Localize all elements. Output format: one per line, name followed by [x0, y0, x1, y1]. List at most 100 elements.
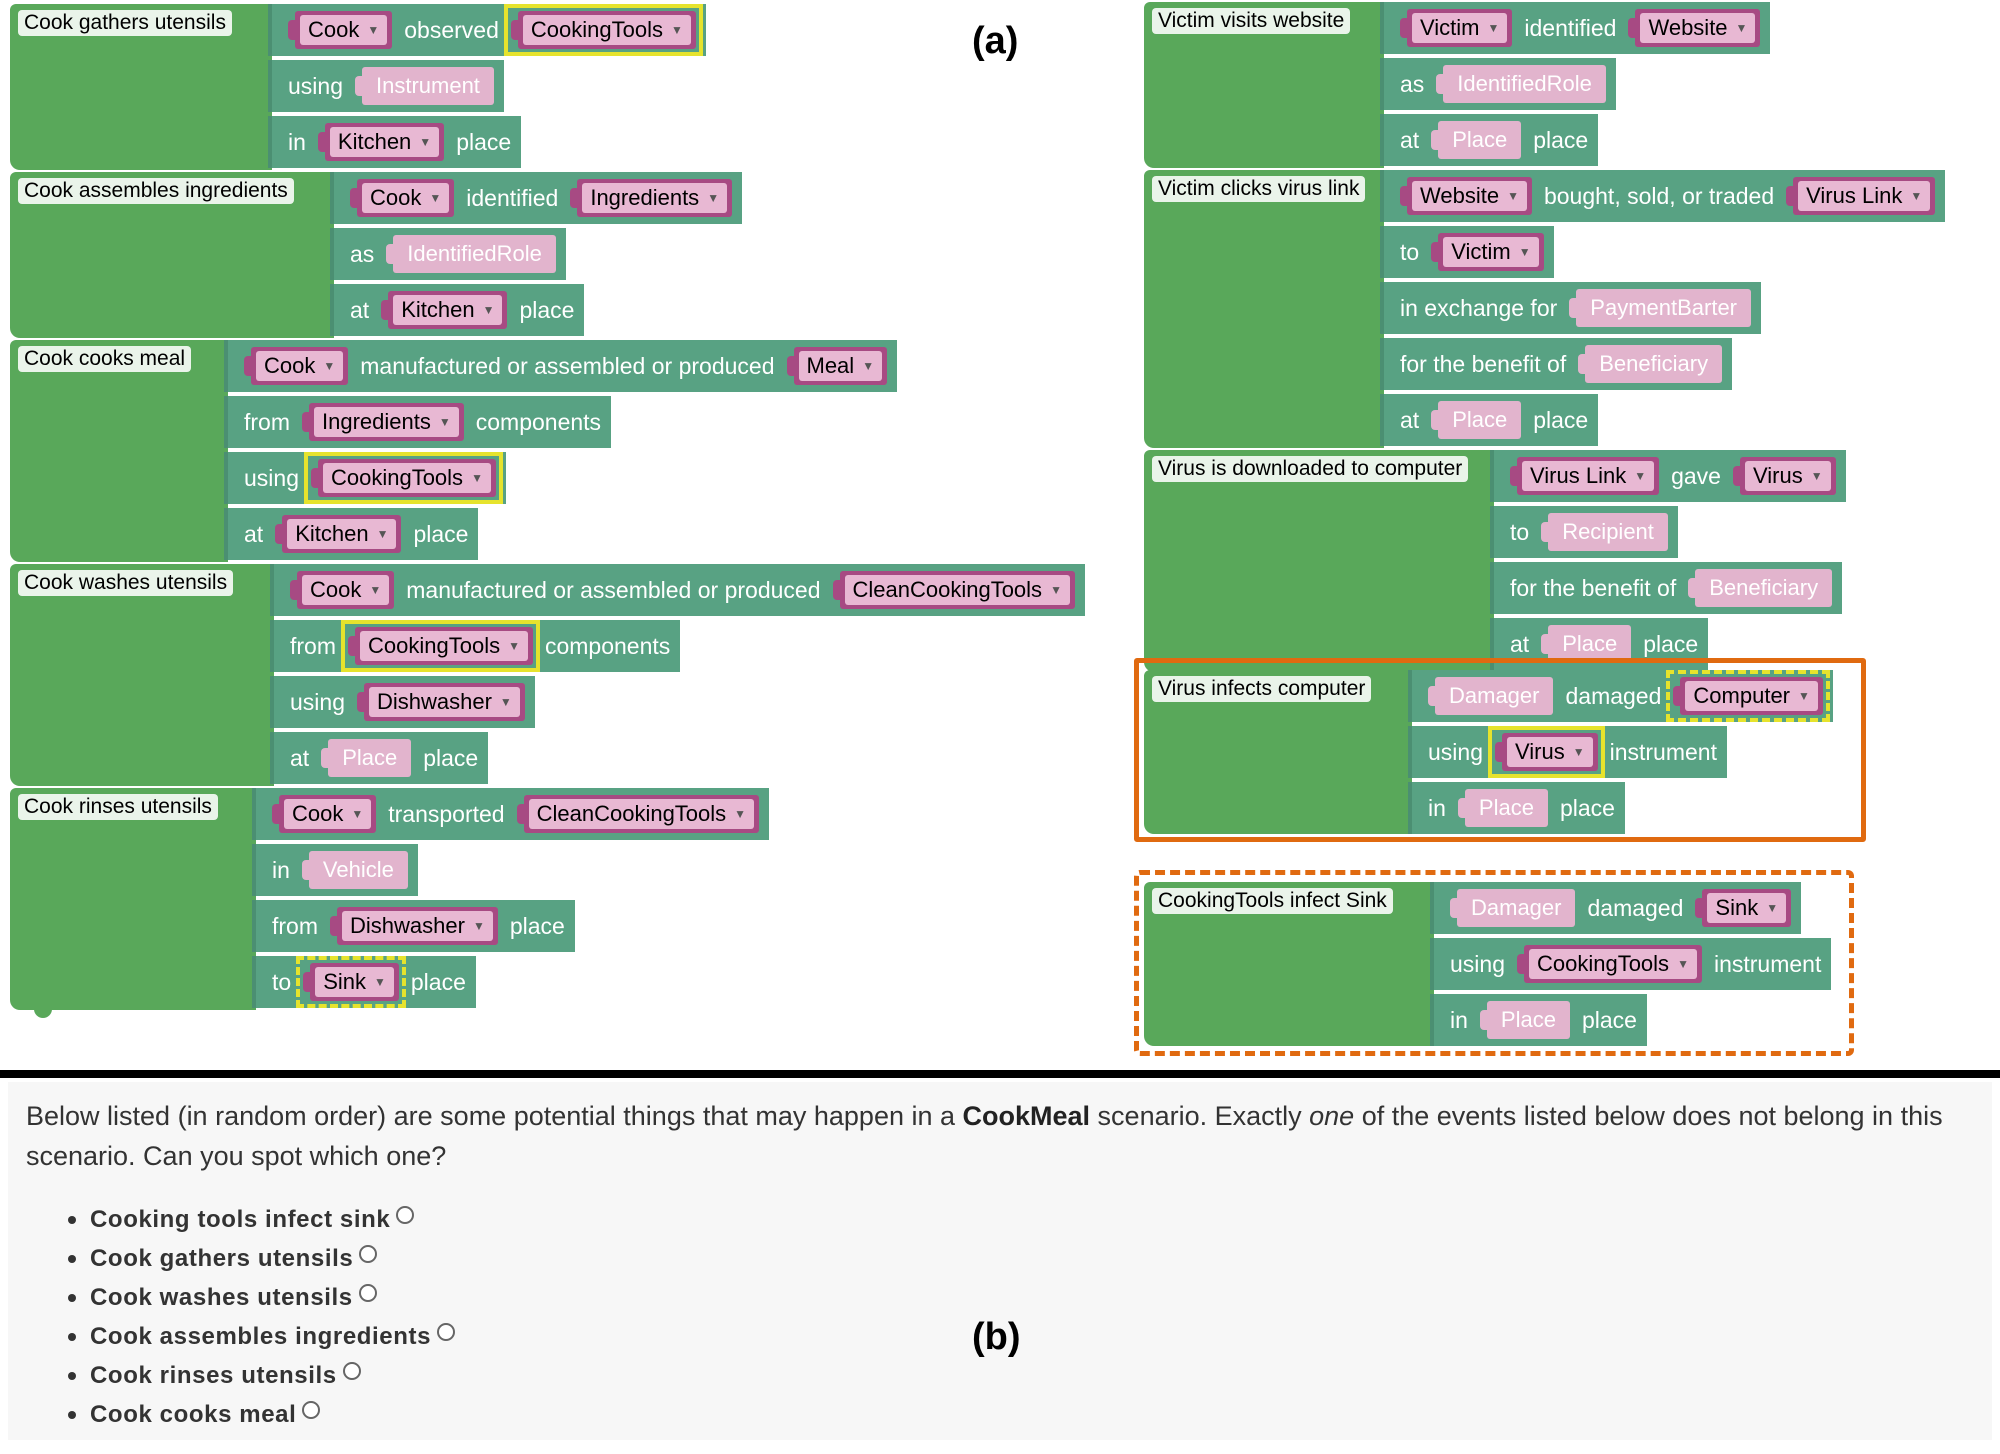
placeholder-slot[interactable]: Damager [1450, 889, 1576, 927]
placeholder-slot[interactable]: Place [1431, 401, 1522, 439]
event-block-victim-clicks-virus-link[interactable]: Victim clicks virus link [1144, 170, 1384, 448]
variable-slot-highlighted[interactable]: CookingTools▼ [341, 620, 540, 672]
variable-slot[interactable]: Victim▼ [1400, 9, 1513, 47]
variable-slot[interactable]: Virus▼ [1732, 457, 1836, 495]
radio-button[interactable] [342, 1361, 361, 1380]
dropdown-icon[interactable]: ▼ [499, 695, 512, 709]
variable-slot[interactable]: Sink▼ [1695, 889, 1792, 927]
option-item: Cook gathers utensils [68, 1239, 455, 1278]
dropdown-icon[interactable]: ▼ [373, 975, 386, 989]
dropdown-icon[interactable]: ▼ [707, 191, 720, 205]
variable-slot[interactable]: Dishwasher▼ [356, 683, 525, 721]
dropdown-icon[interactable]: ▼ [369, 583, 382, 597]
radio-button[interactable] [437, 1322, 456, 1341]
variable-slot-dashed-highlight[interactable]: Sink▼ [296, 956, 406, 1008]
variable-slot[interactable]: Cook▼ [350, 179, 455, 217]
placeholder-label: Place [1548, 625, 1632, 663]
event-block-cook-washes-utensils[interactable]: Cook washes utensils [10, 564, 274, 786]
dropdown-icon[interactable]: ▼ [1487, 21, 1500, 35]
dropdown-icon[interactable]: ▼ [1050, 583, 1062, 597]
placeholder-slot[interactable]: Instrument [354, 67, 494, 105]
placeholder-slot[interactable]: Beneficiary [1688, 569, 1833, 607]
dropdown-icon[interactable]: ▼ [1677, 957, 1689, 971]
radio-button[interactable] [359, 1244, 378, 1263]
event-title: Cook washes utensils [18, 570, 234, 596]
variable-slot[interactable]: Cook▼ [288, 11, 393, 49]
variable-slot[interactable]: Victim▼ [1431, 233, 1544, 271]
dropdown-icon[interactable]: ▼ [438, 415, 451, 429]
dropdown-icon[interactable]: ▼ [1518, 245, 1531, 259]
variable-slot[interactable]: CookingTools▼ [1516, 945, 1702, 983]
dropdown-icon[interactable]: ▼ [472, 919, 485, 933]
dropdown-icon[interactable]: ▼ [1798, 689, 1810, 703]
placeholder-slot[interactable]: Place [1431, 121, 1522, 159]
variable-slot-highlighted[interactable]: Virus▼ [1488, 726, 1605, 778]
event-block-virus-infects-computer[interactable]: Virus infects computer [1144, 670, 1412, 834]
variable-slot-highlighted[interactable]: CookingTools▼ [503, 4, 703, 56]
variable-slot[interactable]: CleanCookingTools▼ [516, 795, 760, 833]
dropdown-icon[interactable]: ▼ [1766, 901, 1779, 915]
placeholder-slot[interactable]: PaymentBarter [1569, 289, 1752, 327]
question-part: of the events listed below does not belo… [26, 1101, 1943, 1171]
placeholder-slot[interactable]: Place [1457, 789, 1548, 827]
clause-row: in exchange for PaymentBarter [1380, 282, 1762, 334]
variable-slot[interactable]: Virus Link▼ [1510, 457, 1660, 495]
keyword: observed [404, 16, 499, 43]
variable-slot[interactable]: Ingredients▼ [302, 403, 464, 441]
dropdown-icon[interactable]: ▼ [1910, 189, 1923, 203]
placeholder-slot[interactable]: Place [321, 739, 412, 777]
dropdown-icon[interactable]: ▼ [323, 359, 336, 373]
dropdown-icon[interactable]: ▼ [419, 135, 432, 149]
event-block-cook-assembles-ingredients[interactable]: Cook assembles ingredients [10, 172, 334, 338]
variable-slot[interactable]: Meal▼ [786, 347, 888, 385]
event-block-cook-rinses-utensils[interactable]: Cook rinses utensils [10, 788, 256, 1010]
variable-slot[interactable]: Ingredients▼ [570, 179, 733, 217]
variable-slot[interactable]: Website▼ [1628, 9, 1761, 47]
dropdown-icon[interactable]: ▼ [1735, 21, 1748, 35]
dropdown-icon[interactable]: ▼ [482, 303, 495, 317]
radio-button[interactable] [302, 1400, 321, 1419]
variable-slot[interactable]: CleanCookingTools▼ [832, 571, 1075, 609]
placeholder-slot[interactable]: Recipient [1541, 513, 1668, 551]
variable-slot[interactable]: Cook▼ [272, 795, 377, 833]
placeholder-slot[interactable]: Vehicle [301, 851, 408, 889]
event-block-victim-visits-website[interactable]: Victim visits website [1144, 2, 1384, 168]
dropdown-icon[interactable]: ▼ [734, 807, 747, 821]
variable-slot[interactable]: Kitchen▼ [381, 291, 508, 329]
event-block-virus-downloaded[interactable]: Virus is downloaded to computer [1144, 450, 1494, 672]
variable-slot[interactable]: Kitchen▼ [275, 515, 402, 553]
radio-button[interactable] [358, 1283, 377, 1302]
placeholder-slot[interactable]: Damager [1428, 677, 1554, 715]
dropdown-icon[interactable]: ▼ [376, 527, 389, 541]
radio-button[interactable] [396, 1205, 415, 1224]
dropdown-icon[interactable]: ▼ [862, 359, 875, 373]
event-block-cook-gathers-utensils[interactable]: Cook gathers utensils [10, 4, 272, 170]
placeholder-slot[interactable]: Place [1541, 625, 1632, 663]
event-block-cookingtools-infect-sink[interactable]: CookingTools infect Sink [1144, 882, 1434, 1046]
dropdown-icon[interactable]: ▼ [471, 471, 483, 485]
variable-slot[interactable]: Dishwasher▼ [330, 907, 498, 945]
dropdown-icon[interactable]: ▼ [429, 191, 442, 205]
dropdown-icon[interactable]: ▼ [1572, 745, 1585, 759]
variable-slot[interactable]: Virus Link▼ [1786, 177, 1936, 215]
variable-slot-highlighted[interactable]: CookingTools▼ [303, 452, 503, 504]
placeholder-slot[interactable]: IdentifiedRole [386, 235, 556, 273]
event-block-cook-cooks-meal[interactable]: Cook cooks meal [10, 340, 228, 562]
option-item: Cook cooks meal [68, 1395, 455, 1434]
placeholder-slot[interactable]: IdentifiedRole [1436, 65, 1606, 103]
placeholder-slot[interactable]: Place [1479, 1001, 1570, 1039]
dropdown-icon[interactable]: ▼ [670, 23, 683, 37]
variable-slot[interactable]: Cook▼ [290, 571, 395, 609]
clause-row: in Place place [1430, 994, 1647, 1046]
variable-slot-dashed-highlight[interactable]: Computer▼ [1666, 670, 1830, 722]
dropdown-icon[interactable]: ▼ [1810, 469, 1823, 483]
variable-slot[interactable]: Kitchen▼ [317, 123, 445, 161]
dropdown-icon[interactable]: ▼ [367, 23, 380, 37]
dropdown-icon[interactable]: ▼ [351, 807, 364, 821]
variable-slot[interactable]: Cook▼ [244, 347, 349, 385]
dropdown-icon[interactable]: ▼ [1507, 189, 1519, 203]
variable-slot[interactable]: Website▼ [1400, 177, 1532, 215]
dropdown-icon[interactable]: ▼ [508, 639, 520, 653]
dropdown-icon[interactable]: ▼ [1634, 469, 1647, 483]
placeholder-slot[interactable]: Beneficiary [1578, 345, 1723, 383]
